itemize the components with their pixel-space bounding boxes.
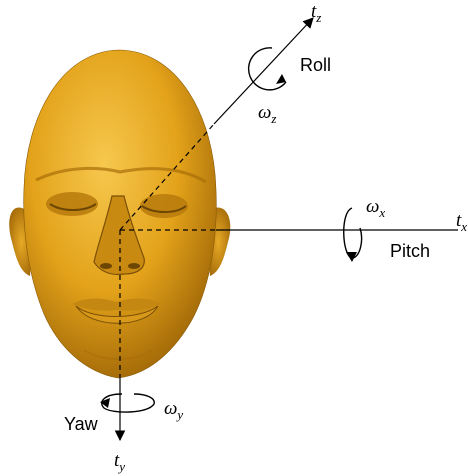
right-eye (140, 194, 188, 218)
tx-label: tx (456, 210, 467, 234)
yaw-rotation-arrow (101, 393, 155, 413)
upper-lip (72, 298, 162, 311)
right-nostril (128, 263, 140, 269)
pitch-rotation-arrow (343, 207, 363, 259)
tz-label: tz (311, 1, 321, 25)
tz-axis-hidden (119, 123, 215, 231)
left-eye (46, 192, 98, 216)
brow-ridge (35, 166, 207, 184)
tz-axis (213, 17, 314, 125)
chin (83, 349, 153, 360)
roll-rotation-arrow (247, 47, 287, 91)
omega-x-label: ωx (366, 196, 385, 220)
yaw-arrow-head (100, 398, 110, 408)
right-eyelid (141, 205, 187, 213)
lower-lip (75, 305, 159, 324)
roll-label: Roll (300, 55, 331, 75)
omega-z-label: ωz (258, 102, 276, 126)
pitch-label: Pitch (390, 241, 430, 261)
yaw-label: Yaw (64, 414, 99, 434)
pitch-arrow-head (346, 252, 357, 262)
omega-y-label: ωy (164, 398, 183, 422)
left-eyelid (49, 203, 97, 211)
ty-label: ty (114, 450, 125, 474)
nose (93, 195, 145, 276)
left-nostril (100, 263, 112, 269)
roll-arrow-head (276, 74, 286, 84)
head-model (9, 49, 231, 379)
